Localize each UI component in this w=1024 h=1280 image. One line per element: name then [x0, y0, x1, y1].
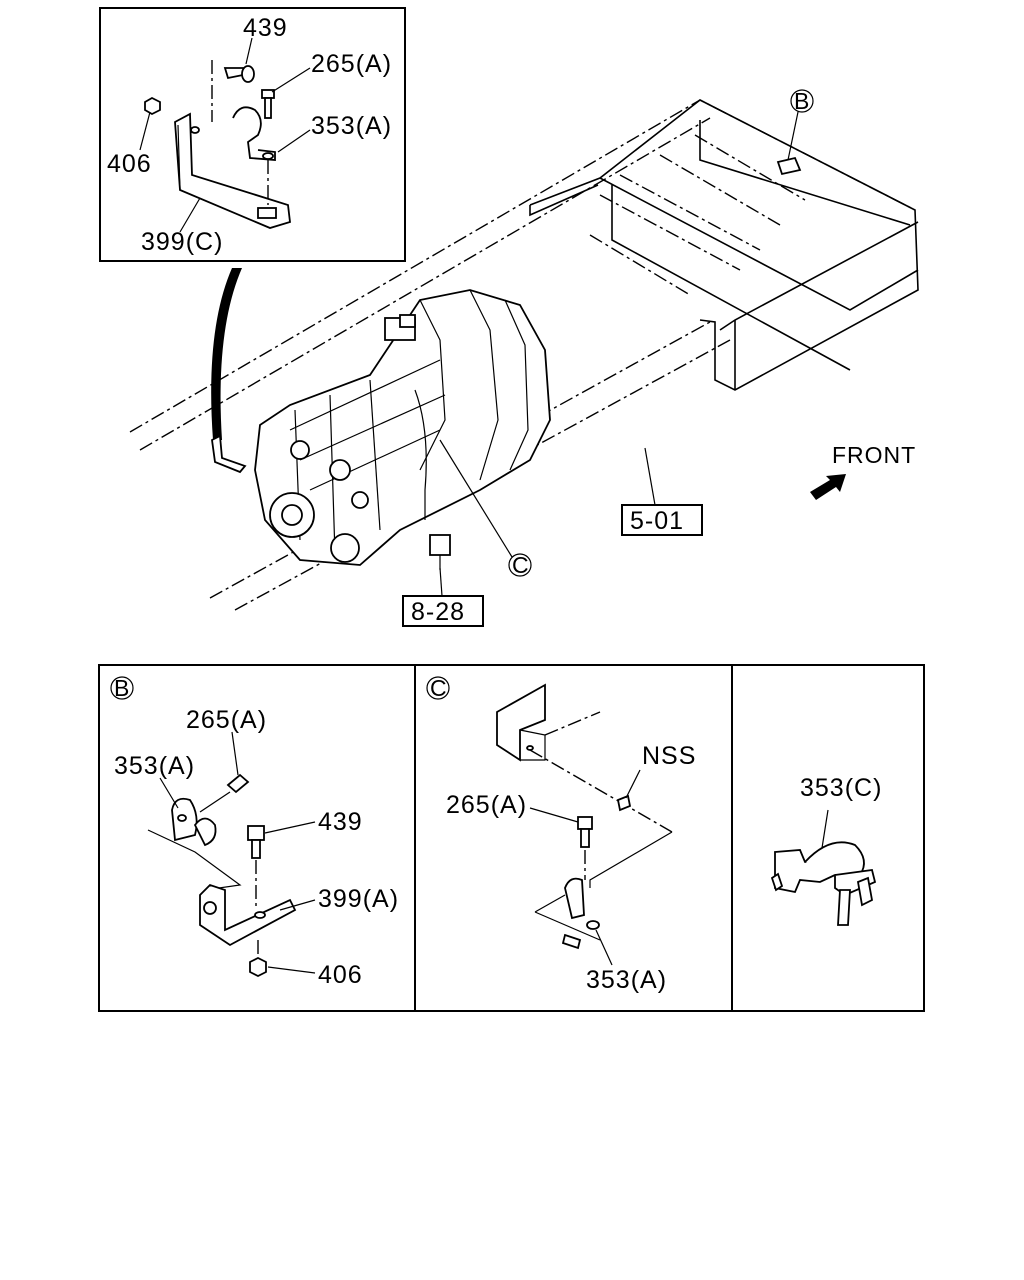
top-inset: 439 265(A) 353(A) 406 399(C) [99, 7, 406, 262]
main-assembly: B C FRONT 5-01 8-28 [129, 88, 919, 627]
bracket-399c [174, 112, 291, 229]
panel-c-label-265a: 265(A) [446, 791, 527, 819]
label-439: 439 [243, 14, 288, 42]
label-399c: 399(C) [141, 228, 223, 256]
bottom-panels-frame [98, 664, 925, 1012]
panel-b-label-399a: 399(A) [318, 885, 399, 913]
label-353a: 353(A) [311, 112, 392, 140]
clip-353a [232, 106, 276, 161]
panel-d-clip-353c [774, 849, 837, 894]
ref-828: 8-28 [411, 598, 465, 626]
panel-c-nss-stud [616, 794, 632, 812]
ref-box-501 [621, 504, 703, 536]
transmission [254, 289, 551, 570]
panel-c-letter: C [430, 675, 448, 701]
nut-406 [144, 96, 161, 116]
callout-c: C [512, 552, 530, 578]
panel-d-label-353c: 353(C) [800, 774, 882, 802]
label-265a: 265(A) [311, 50, 392, 78]
panel-b-label-406: 406 [318, 961, 363, 989]
panel-b-bolt-265a [226, 773, 250, 794]
rail-bracket [211, 434, 247, 474]
panel-c-label-353a: 353(A) [586, 966, 667, 994]
ref-501: 5-01 [630, 507, 684, 535]
panel-b-label-439: 439 [318, 808, 363, 836]
panel-c-frame-member [496, 683, 546, 762]
callout-b-circle [790, 89, 814, 113]
label-406: 406 [107, 150, 152, 178]
panel-b: B 265(A) 353( [110, 675, 399, 989]
panel-c-label-nss: NSS [642, 742, 696, 770]
bracket-tab [257, 207, 277, 219]
callout-c-circle [508, 553, 532, 577]
panel-b-label-265a: 265(A) [186, 706, 267, 734]
panel-b-letter: B [114, 675, 130, 701]
arrow-icon [810, 474, 846, 500]
panel-d: 353(C) [770, 774, 882, 926]
inset-pointer [211, 268, 242, 440]
panel-b-label-353a: 353(A) [114, 752, 195, 780]
panel-b-nut-406 [249, 956, 267, 978]
top-inset-frame [99, 7, 406, 262]
sensor-8-28 [429, 534, 451, 556]
panel-b-bracket-399a [199, 883, 297, 947]
ref-box-828 [402, 595, 484, 627]
front-label: FRONT [832, 442, 916, 468]
panel-c-bolt-265a [577, 816, 593, 830]
callout-b: B [794, 88, 810, 114]
bottom-panels: B 265(A) 353( [98, 664, 925, 1012]
panel-c: C NSS 265(A) 353(A) [426, 675, 696, 994]
panel-c-clip-353a [564, 877, 585, 920]
panel-b-bolt-439 [247, 825, 265, 841]
